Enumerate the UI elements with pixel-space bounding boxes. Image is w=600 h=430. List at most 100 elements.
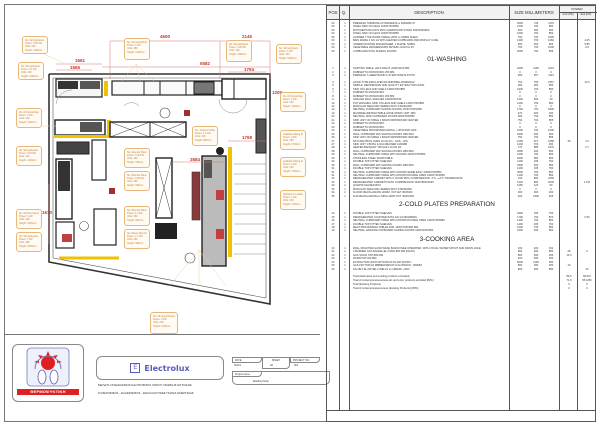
cell-height: 850: [548, 219, 554, 223]
cell-width: 800: [517, 250, 523, 254]
cell-width: 1800: [517, 163, 523, 167]
cell-description: BUTCHER'S BLOCKS WITH HARDWOOD STAND 450…: [353, 28, 430, 32]
cell-pos: 11: [331, 105, 335, 108]
totals-ele: 55.1256: [582, 279, 592, 282]
cell-description: MEAT PROCESSING TABLES DIM. 1200X700X900…: [353, 225, 419, 229]
cell-depth: 900: [533, 84, 539, 88]
cell-quantity: 1: [344, 46, 346, 50]
floor-plan-drawing: [42, 40, 271, 305]
cell-width: 700: [517, 177, 523, 181]
yellow-bench-edge: [54, 135, 110, 138]
cell-quantity: 1: [344, 153, 346, 157]
cell-height: 250: [548, 253, 554, 257]
cell-width: 0: [519, 105, 521, 108]
cell-pos: 29: [331, 156, 335, 160]
cell-description: SKYLINE PROS OVEN 10 GN 2/1 - GAS - LPG: [353, 139, 408, 143]
cell-pos: 27: [331, 142, 335, 146]
cell-depth: 700: [533, 219, 539, 223]
cell-width: 750: [517, 118, 523, 122]
cell-depth: 700: [533, 215, 539, 219]
cell-height: 0: [550, 122, 552, 126]
cell-quantity: 1: [344, 139, 346, 143]
cell-height: 50: [549, 184, 553, 188]
cell-description: GRILLED WALL SHELVES 1400X500X30: [353, 98, 402, 102]
cell-width: 2200: [517, 67, 523, 71]
cell-pos: 21: [331, 250, 335, 254]
cell-height: 855: [548, 118, 554, 122]
cell-width: 1800: [517, 132, 523, 136]
cell-description: NEUTRAL HANGING CUPBOARD SLIDING DOORS 1…: [353, 229, 434, 233]
cell-height: 550: [548, 260, 554, 264]
cell-width: 1400: [517, 174, 523, 177]
yellow-strip-cooking: [228, 147, 232, 257]
cell-height: 760: [548, 222, 554, 226]
cell-width: 600: [517, 28, 523, 32]
cell-depth: 0: [535, 125, 537, 129]
cell-quantity: 1: [344, 219, 346, 223]
header-gas: GAS (KW): [562, 13, 574, 16]
project-description-line-1: ΜΕΛΕΤΗ ΣΧΕΔΙΑΣΜΟΣ ΕΞΟΠΛΙΣΜΟΣ ΧΩΡΟΥ ΜΑΖΙΚ…: [98, 383, 192, 387]
column-divider: [559, 6, 560, 421]
cell-height: 850: [548, 225, 554, 229]
cell-width: 1900: [517, 87, 523, 91]
dimension-label: 2684: [190, 157, 201, 162]
cell-description: WALL CUPBOARD W/2 SLIDING DOORS 1800 MM: [353, 132, 414, 136]
cell-description: MODULAR SHELVING SERIES INOX STANDARD: [353, 105, 412, 108]
cell-description: EXTRACTOR HOOD WITH BUILT-IN AIR SUPPLY: [353, 260, 412, 264]
cell-width: 0: [519, 94, 521, 98]
cell-height: 265: [548, 194, 554, 198]
cell-description: 18+18LT EL.FRYER 2 WELLS 1x 12BASK. 230V: [353, 267, 410, 271]
cell-pos: 00: [331, 28, 335, 32]
column-divider: [339, 6, 340, 421]
cell-quantity: 1: [344, 146, 346, 150]
cell-description: WALL CUPBOARD W/2 SLIDING DOORS 1800 MM: [353, 149, 414, 153]
cell-height: 850: [548, 87, 554, 91]
cell-depth: 0: [535, 91, 537, 95]
equipment-callout: Available Mixing PointsPower: 4 kWVolts:…: [280, 130, 306, 150]
cell-pos: 28: [331, 146, 335, 150]
cell-quantity: 1: [344, 246, 346, 250]
cell-width: 800: [517, 253, 523, 257]
cell-quantity: 1: [344, 225, 346, 229]
cell-pos: 31: [331, 170, 335, 174]
cell-description: BAIN MARIE 4 GN 1/1 WITH HEATED CUPBOARD…: [353, 39, 439, 43]
cell-depth: 0: [535, 105, 537, 108]
cell-description: NEUTRAL CUPBOARD TABLE WITH DOORS DOUBLE…: [353, 174, 445, 177]
cell-description: STEEL SINK ON LEGS 1500X700X850: [353, 32, 399, 36]
cell-gas-power: 35: [567, 139, 571, 143]
cell-pos: 6: [332, 87, 334, 91]
cell-width: 1420: [517, 180, 523, 184]
cell-quantity: 1: [344, 142, 346, 146]
date-value: 3/2/21: [234, 364, 241, 367]
cell-height: 0: [550, 125, 552, 129]
cell-depth: 400: [533, 149, 539, 153]
cell-depth: 800: [533, 180, 539, 184]
cell-depth: 930: [533, 253, 539, 257]
cell-description: RUBINETTO MONOFORO 250 MM: [353, 94, 395, 98]
table-row: 27 1 SKYLINE PROS OVEN 10 GN 2/1 - GAS - L…: [327, 140, 595, 143]
cell-depth: 1100: [533, 67, 539, 71]
dimension-label: 1670: [42, 210, 53, 215]
cell-pos: 5: [332, 84, 334, 88]
drawing-metadata: DATE 3/2/21 SHEET A0 PROJECT NO. 001 Pro…: [232, 357, 332, 391]
cell-height: 760: [548, 212, 554, 216]
cell-description: RUBINETTO MONOFORO: [353, 125, 385, 129]
cell-quantity: 1: [344, 49, 346, 53]
cell-height: 900: [548, 142, 554, 146]
cell-depth: 700: [533, 174, 539, 177]
cell-height: 850: [548, 153, 554, 157]
cell-width: 600: [517, 42, 523, 46]
